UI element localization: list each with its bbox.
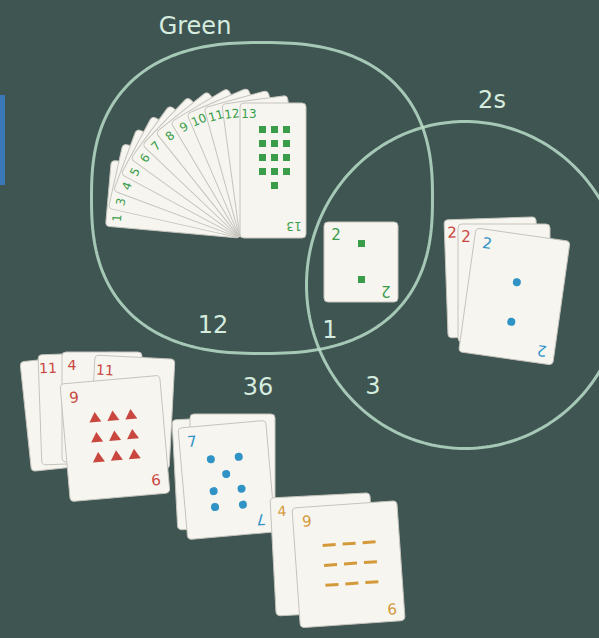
orange-pile	[270, 493, 405, 628]
green-two-card-part	[358, 276, 365, 283]
card-number: 2	[447, 225, 457, 240]
card-number: 9	[150, 471, 161, 487]
card-number: 2	[536, 342, 548, 358]
twos-pile-part-part	[507, 317, 516, 326]
red-pile-part	[60, 375, 170, 501]
region-count: 36	[243, 375, 274, 399]
orange-pile-part-part	[325, 583, 338, 587]
green-fan-part	[240, 103, 306, 238]
card-number: 11	[207, 108, 225, 124]
green-two-card-part	[358, 240, 365, 247]
card-number: 1	[111, 214, 124, 223]
card-number: 9	[302, 514, 313, 530]
orange-pile-part-part	[362, 540, 375, 544]
red-pile-part-part	[124, 408, 137, 419]
blue-tab	[0, 95, 5, 185]
blue-pile	[172, 414, 275, 540]
region-count: 3	[365, 374, 380, 398]
blue-pile-part-part	[237, 484, 246, 493]
chalk-outline	[92, 43, 433, 354]
blue-pile-part-part	[239, 500, 248, 509]
card-number: 11	[96, 362, 115, 377]
red-pile-part-part	[107, 410, 120, 421]
red-pile	[20, 352, 175, 502]
blue-pile-part	[178, 420, 275, 539]
blue-pile-part-part	[178, 420, 275, 539]
set-outline	[90, 41, 434, 355]
orange-pile-part	[292, 501, 405, 628]
blue-pile-part-part	[222, 470, 231, 479]
blue-pile-part-part	[209, 487, 218, 496]
orange-pile-part-part	[365, 580, 378, 584]
venn-set: Green	[90, 41, 434, 355]
card-number: 2	[381, 283, 391, 298]
twos-pile	[444, 217, 570, 365]
green-two-card-part	[324, 222, 398, 302]
green-fan-part-part	[271, 154, 278, 161]
orange-pile-part-part	[345, 582, 358, 586]
card-number: 9	[69, 390, 80, 406]
green-fan-part-part	[271, 140, 278, 147]
red-pile-part-part	[126, 428, 139, 439]
venn-set: 2s	[305, 120, 599, 450]
set-outline	[305, 120, 599, 450]
green-two-card	[324, 222, 398, 302]
orange-pile-part-part	[323, 543, 336, 547]
orange-pile-part-part	[324, 563, 337, 567]
green-fan-part-part	[222, 95, 306, 238]
green-fan-part-part	[259, 168, 266, 175]
red-pile-part-part	[128, 448, 141, 459]
green-fan-part-part	[271, 182, 278, 189]
card-number: 12	[224, 107, 241, 121]
card-number: 7	[256, 511, 267, 527]
green-fan-part-part	[271, 168, 278, 175]
card-number: 13	[241, 108, 256, 120]
twos-pile-part-part	[512, 278, 521, 287]
red-pile-part-part	[89, 412, 102, 423]
green-fan-part-part	[283, 168, 290, 175]
card-number: 2	[331, 228, 341, 243]
card-number: 11	[39, 360, 57, 375]
region-count: 12	[198, 313, 229, 337]
set-label: Green	[159, 14, 232, 38]
card-number: 4	[68, 358, 77, 372]
card-number: 7	[187, 434, 198, 450]
green-fan-part-part	[240, 103, 306, 238]
card-number: 4	[277, 504, 287, 518]
blue-pile-part-part	[207, 455, 216, 464]
green-fan-part-part	[259, 140, 266, 147]
green-fan-part-part	[283, 126, 290, 133]
red-pile-part-part	[92, 451, 105, 462]
orange-pile-part-part	[343, 542, 356, 546]
green-fan-part-part	[259, 154, 266, 161]
region-count: 1	[322, 318, 337, 342]
chalk-outline	[307, 122, 599, 449]
set-label: 2s	[478, 88, 506, 112]
card-number: 2	[461, 230, 471, 245]
twos-pile-part	[459, 228, 570, 365]
blue-pile-part-part	[234, 452, 243, 461]
green-fan-part	[222, 95, 306, 238]
twos-pile-part-part	[459, 228, 570, 365]
blue-pile-part-part	[211, 503, 220, 512]
red-pile-part-part	[110, 450, 123, 461]
green-fan-part-part	[271, 126, 278, 133]
orange-pile-part-part	[344, 562, 357, 566]
red-pile-part-part	[90, 431, 103, 442]
orange-pile-part-part	[364, 560, 377, 564]
orange-pile-part-part	[292, 501, 405, 628]
red-pile-part-part	[60, 375, 170, 501]
card-number: 13	[286, 220, 301, 232]
green-fan-part-part	[283, 140, 290, 147]
green-fan	[106, 88, 306, 238]
red-pile-part-part	[108, 430, 121, 441]
card-number: 9	[387, 600, 398, 616]
green-fan-part-part	[259, 126, 266, 133]
green-fan-part-part	[283, 154, 290, 161]
card-number: 2	[481, 236, 493, 252]
